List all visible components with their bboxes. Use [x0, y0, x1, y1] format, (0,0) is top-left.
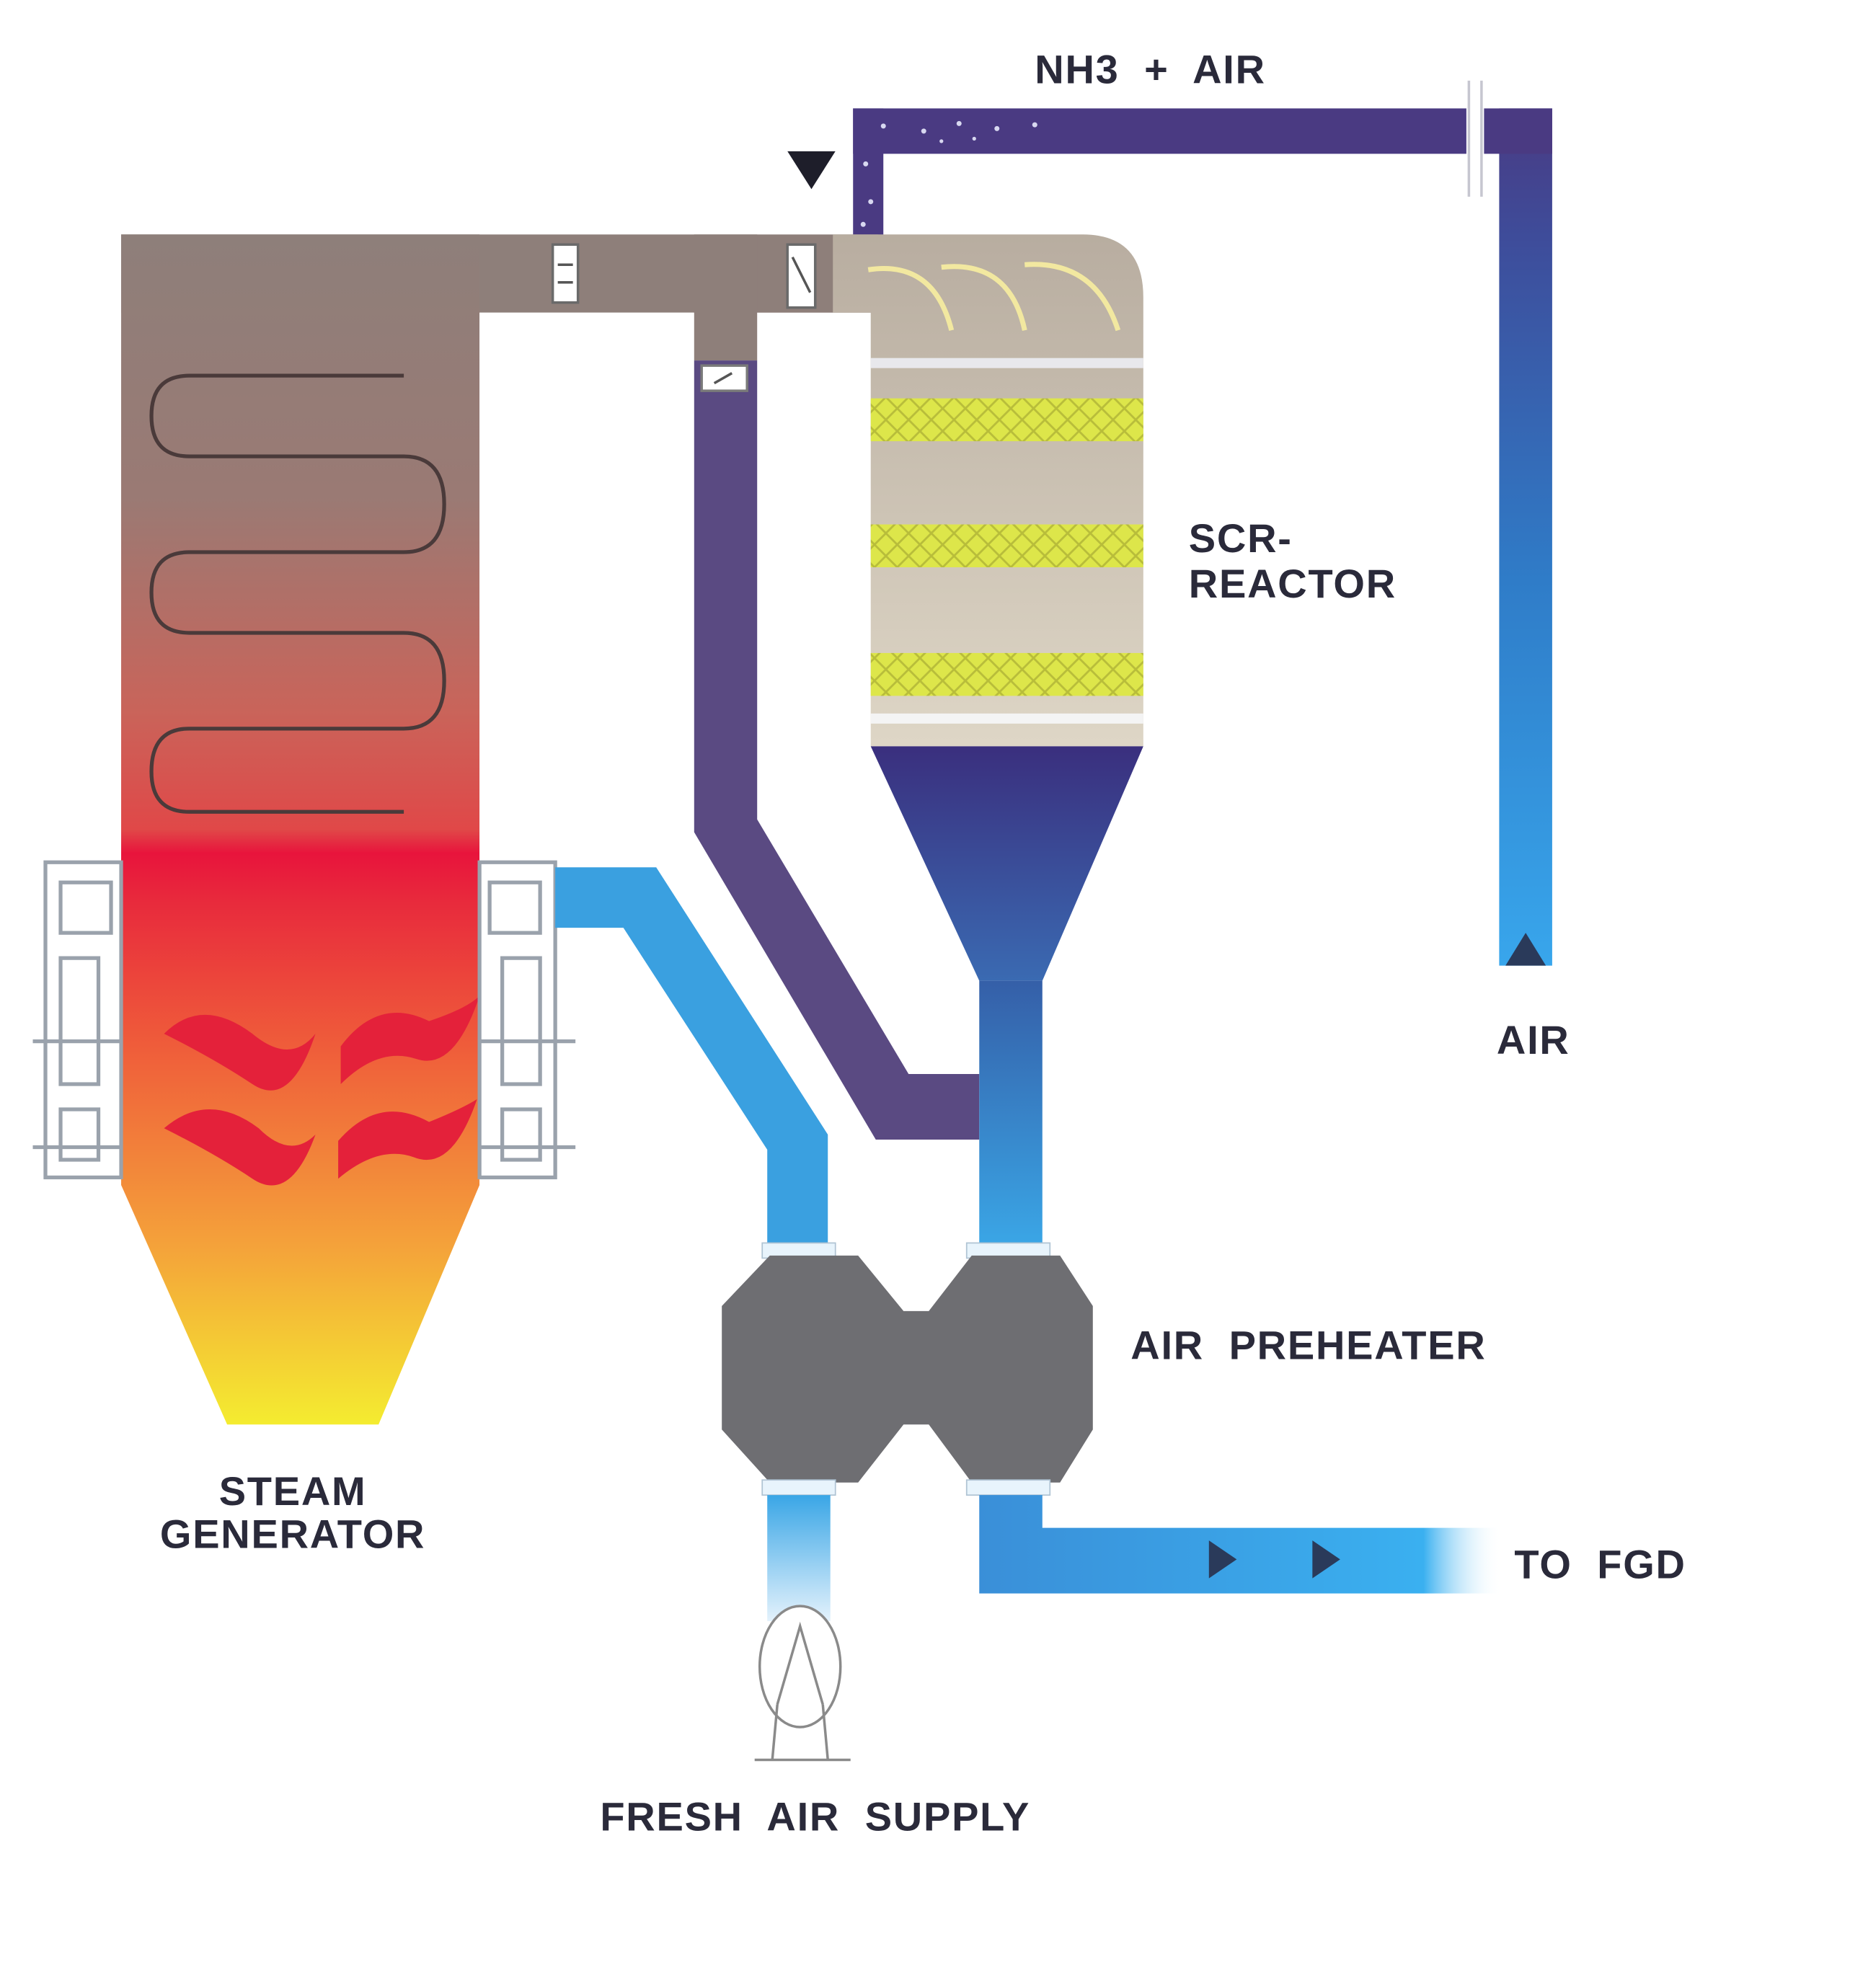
- scr-bypass-duct: [694, 360, 980, 1140]
- label-scr-reactor-line1: SCR-: [1189, 515, 1293, 561]
- fresh-air-supply-duct: [754, 1495, 851, 1762]
- label-steam-generator-line1: STEAM: [219, 1468, 367, 1514]
- air-inlet-arrow-icon: [1505, 933, 1546, 966]
- scr-reactor: [833, 234, 1143, 1246]
- label-fresh-air-supply: FRESH AIR SUPPLY: [600, 1793, 1030, 1839]
- label-to-fgd: TO FGD: [1514, 1542, 1686, 1587]
- catalyst-layer: [870, 398, 1143, 442]
- combustion-air-duct: [555, 867, 828, 1248]
- flow-arrow-icon: [1312, 1540, 1340, 1579]
- injection-point-arrow-icon: [787, 151, 836, 190]
- superheater-coil: [149, 373, 446, 814]
- catalyst-layer: [870, 652, 1143, 696]
- label-steam-generator-line2: GENERATOR: [160, 1512, 425, 1557]
- fgd-outlet-duct: [979, 1495, 1502, 1594]
- label-air-preheater: AIR PREHEATER: [1130, 1322, 1486, 1367]
- label-air: AIR: [1497, 1017, 1570, 1062]
- steam-generator: [32, 234, 694, 1425]
- flame-icon: [164, 995, 480, 1186]
- nh3-air-injection-line: [853, 80, 1552, 966]
- air-preheater: [722, 1242, 1093, 1496]
- flow-arrow-icon: [1208, 1540, 1237, 1579]
- label-scr-reactor-line2: REACTOR: [1189, 561, 1397, 606]
- label-nh3-air: NH3 + AIR: [1035, 46, 1266, 92]
- catalyst-layer: [870, 524, 1143, 568]
